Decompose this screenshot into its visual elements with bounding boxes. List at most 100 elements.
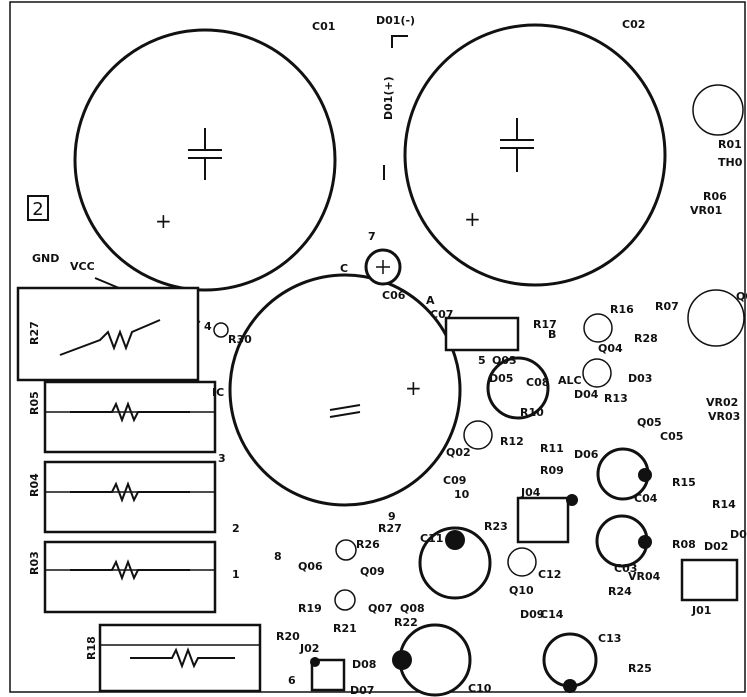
label-c14: C14	[540, 608, 564, 621]
label-d06: D06	[574, 448, 599, 461]
label-vr03: VR03	[708, 410, 740, 423]
label-q07: Q07	[368, 602, 393, 615]
label-r23: R23	[484, 520, 508, 533]
label-r09: R09	[540, 464, 564, 477]
label-r27-small: R27	[378, 522, 402, 535]
capacitor-center: +	[228, 273, 462, 507]
label-vcc: VCC	[70, 260, 95, 273]
svg-text:+: +	[155, 209, 172, 233]
label-j01: J01	[691, 604, 711, 617]
label-q03: Q03	[492, 354, 517, 367]
label-r13: R13	[604, 392, 628, 405]
pin-10: 10	[454, 488, 470, 501]
label-c09: C09	[443, 474, 466, 487]
label-gnd: GND	[32, 252, 59, 265]
pin-7: 7	[368, 230, 376, 243]
label-r07: R07	[655, 300, 679, 313]
label-q08: Q08	[400, 602, 425, 615]
pin-3: 3	[218, 452, 226, 465]
resistor-r18	[98, 623, 262, 693]
label-vr02: VR02	[706, 396, 738, 409]
label-c01: C01	[312, 20, 335, 33]
label-c13: C13	[598, 632, 621, 645]
label-q10: Q10	[509, 584, 534, 597]
label-r18: R18	[85, 636, 98, 660]
label-r12: R12	[500, 435, 524, 448]
label-d01: D01	[730, 528, 747, 541]
label-d01-neg: D01(-)	[376, 14, 415, 27]
resistor-r27	[16, 286, 200, 382]
pin-8: 8	[274, 550, 282, 563]
pin-6: 6	[288, 674, 296, 687]
section-number: 2	[32, 199, 43, 220]
label-c06: C06	[382, 289, 406, 302]
label-r30: R30	[228, 333, 252, 346]
label-r03: R03	[28, 551, 41, 575]
svg-text:+: +	[464, 207, 481, 231]
label-vr04: VR04	[628, 570, 661, 583]
label-r27: R27	[28, 321, 41, 345]
label-d04: D04	[574, 388, 599, 401]
board-outline	[9, 1, 746, 693]
label-c11: C11	[420, 532, 443, 545]
label-b: B	[548, 328, 556, 341]
label-q04: Q04	[598, 342, 623, 355]
pin-9: 9	[388, 510, 396, 523]
label-r05: R05	[28, 391, 41, 415]
label-c07: C07	[430, 308, 453, 321]
label-r28: R28	[634, 332, 658, 345]
label-r01: R01	[718, 138, 742, 151]
pin-5: 5	[478, 354, 486, 367]
resistor-r03	[43, 540, 217, 614]
label-a: A	[426, 294, 435, 307]
label-q05: Q05	[637, 416, 662, 429]
label-r21: R21	[333, 622, 357, 635]
pin-2: 2	[232, 522, 240, 535]
label-r22: R22	[394, 616, 418, 629]
label-vr01: VR01	[690, 204, 722, 217]
label-d02: D02	[704, 540, 728, 553]
capacitor-c02: +	[403, 23, 667, 287]
label-d01-pos: D01(+)	[382, 76, 395, 120]
label-q06: Q06	[298, 560, 323, 573]
label-c: C	[340, 262, 348, 275]
label-r11: R11	[540, 442, 564, 455]
label-th0: TH0	[718, 156, 743, 169]
label-r17: R17	[533, 318, 557, 331]
label-q09: Q09	[360, 565, 385, 578]
resistor-r04	[43, 460, 217, 534]
label-d08: D08	[352, 658, 376, 671]
label-d05: D05	[489, 372, 513, 385]
label-d07: D07	[350, 684, 374, 697]
component-labels: R30 R01 TH0 R06 VR01 C06 C07 R17 R16 R07…	[228, 138, 747, 697]
resistor-r05	[43, 380, 217, 454]
label-r08: R08	[672, 538, 696, 551]
svg-text:+: +	[405, 376, 422, 400]
label-alc: ALC	[558, 374, 582, 387]
label-r19: R19	[298, 602, 322, 615]
label-r26: R26	[356, 538, 380, 551]
label-q02: Q02	[446, 446, 471, 459]
label-c02: C02	[622, 18, 645, 31]
label-q01: Q01	[736, 290, 747, 303]
label-r10: R10	[520, 406, 544, 419]
section-number-box	[27, 195, 49, 221]
label-c12: C12	[538, 568, 561, 581]
label-r14: R14	[712, 498, 736, 511]
label-r06: R06	[703, 190, 727, 203]
label-r15: R15	[672, 476, 696, 489]
label-c04: C04	[634, 492, 658, 505]
label-r20: R20	[276, 630, 300, 643]
label-ic: IC	[212, 386, 224, 399]
label-c03: C03	[614, 562, 637, 575]
label-d03: D03	[628, 372, 652, 385]
label-d09: D09	[520, 608, 544, 621]
label-c08: C08	[526, 376, 549, 389]
label-r16: R16	[610, 303, 634, 316]
pin-1: 1	[232, 568, 240, 581]
capacitor-c01: +	[73, 28, 337, 292]
arrow-d01-neg	[391, 35, 408, 48]
label-c10: C10	[468, 682, 492, 695]
label-j02: J02	[299, 642, 319, 655]
